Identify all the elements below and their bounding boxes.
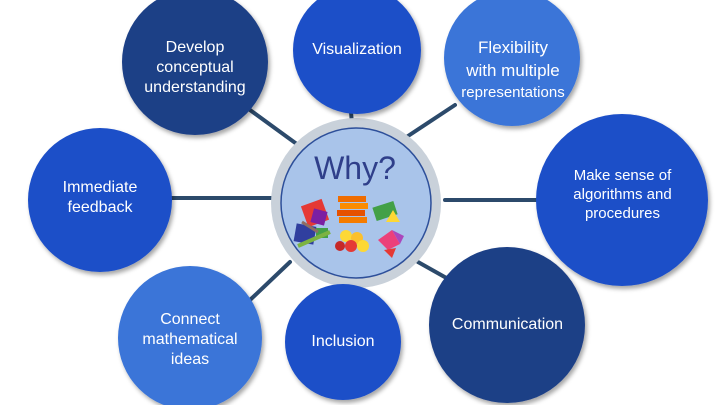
node-feedback-line: feedback [67, 199, 133, 216]
node-visualization-circle [293, 0, 421, 114]
center-title: Why? [314, 150, 396, 186]
node-sense-circle [536, 114, 708, 286]
node-sense-line: algorithms and [573, 185, 672, 203]
node-develop-line: conceptual [156, 59, 234, 76]
node-visualization-label: Visualization [292, 40, 422, 60]
node-connect-label: Connect mathematical ideas [120, 310, 260, 370]
node-sense-line: Make sense of [573, 167, 672, 184]
node-connect-circle [118, 266, 262, 405]
node-sense-line: procedures [584, 204, 661, 222]
connector-connect [248, 260, 292, 302]
node-flexibility-circle [444, 0, 580, 126]
node-connect-line: ideas [170, 351, 210, 368]
node-feedback-circle [28, 128, 172, 272]
node-inclusion-circle [285, 284, 401, 400]
connector-communication [416, 260, 452, 282]
node-feedback-label: Immediate feedback [40, 178, 160, 218]
node-communication-label: Communication [435, 315, 580, 335]
node-connect-line: Connect [160, 311, 220, 328]
node-develop-line: Develop [165, 39, 225, 56]
math-manipulatives-icon [293, 196, 404, 258]
node-flexibility-line: with multiple [466, 60, 560, 80]
node-sense-label: Make sense of algorithms and procedures [550, 167, 695, 223]
node-develop-line: understanding [144, 79, 246, 96]
node-flexibility-line: Flexibility [478, 38, 548, 57]
node-inclusion-line: Inclusion [311, 333, 375, 350]
node-feedback-line: Immediate [62, 179, 138, 196]
node-communication-line: Communication [451, 316, 564, 333]
node-develop-circle [122, 0, 268, 135]
node-flexibility-label: Flexibility with multiple representation… [445, 37, 581, 103]
connector-flexibility [403, 103, 457, 140]
node-develop-label: Develop conceptual understanding [125, 38, 265, 98]
node-flexibility-line: representations [461, 83, 565, 101]
node-visualization-line: Visualization [312, 41, 402, 58]
node-inclusion-label: Inclusion [288, 332, 398, 352]
node-connect-line: mathematical [142, 331, 238, 348]
node-communication-circle [429, 247, 585, 403]
